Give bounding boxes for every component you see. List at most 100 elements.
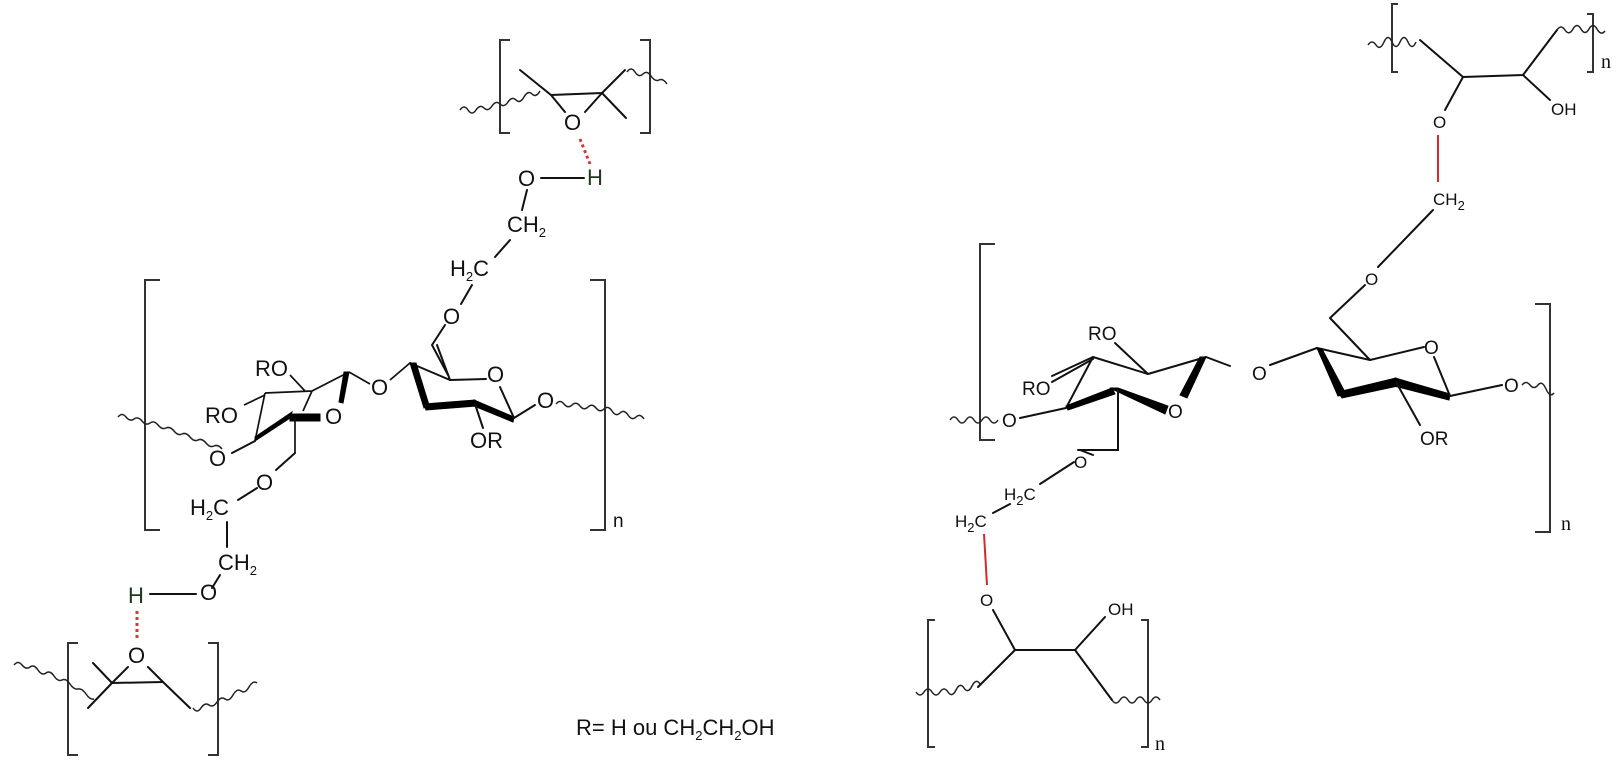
bottom-polymer-unit: O OH n <box>915 591 1165 755</box>
atom-O: O <box>209 446 226 471</box>
bond <box>92 662 164 684</box>
wavy-bond <box>1521 381 1555 396</box>
wedge-bond <box>1337 377 1399 399</box>
bond <box>499 386 515 419</box>
bond <box>1419 29 1558 78</box>
h2c-group: H2C <box>955 512 987 535</box>
bond <box>550 94 566 113</box>
wedge-bond <box>423 399 477 411</box>
atom-O: O <box>325 404 342 429</box>
repeat-n: n <box>1155 733 1165 755</box>
ro-substituent: RO <box>205 403 238 428</box>
wavy-bond <box>949 416 999 424</box>
wedge-bond <box>289 413 321 422</box>
bond <box>1051 358 1094 383</box>
atom-H: H <box>587 165 603 190</box>
atom-O: O <box>443 304 460 329</box>
bond <box>992 503 1011 514</box>
bottom-epoxy-unit: O <box>13 642 258 756</box>
wavy-bond <box>117 413 223 450</box>
top-polymer-unit: n O OH <box>1367 3 1611 132</box>
bracket-left <box>1391 3 1398 73</box>
covalent-bond-new <box>983 533 988 586</box>
bond <box>431 324 449 376</box>
bracket-left <box>979 243 995 441</box>
bracket-right <box>1141 619 1149 748</box>
bond <box>254 392 266 442</box>
atom-O: O <box>1424 338 1439 359</box>
atom-O: O <box>537 388 554 413</box>
atom-O: O <box>256 470 273 495</box>
wavy-bond <box>1367 36 1417 49</box>
left-structure: O H O CH2 H2C O n RO RO O O <box>13 39 668 756</box>
bond <box>436 344 451 381</box>
bond <box>1065 356 1094 409</box>
wavy-bond <box>626 68 668 85</box>
atom-O: O <box>518 166 535 191</box>
bond <box>1395 381 1421 426</box>
or-substituent: OR <box>470 428 503 453</box>
wavy-bond <box>192 681 258 712</box>
wavy-bond <box>915 680 981 696</box>
bracket-left <box>67 642 78 756</box>
atom-O: O <box>1504 376 1519 397</box>
bond <box>601 92 627 119</box>
bond <box>243 394 266 406</box>
atom-O: O <box>1074 453 1087 472</box>
atom-H: H <box>128 583 144 608</box>
glycosidic-O: O <box>371 375 388 400</box>
ch2-group: CH2 <box>218 550 257 578</box>
bond <box>474 403 484 429</box>
ro-substituent: RO <box>255 356 288 381</box>
atom-O: O <box>980 591 993 610</box>
atom-O: O <box>1002 411 1017 432</box>
bond <box>162 681 191 709</box>
bond <box>289 374 306 392</box>
bond <box>1329 284 1371 361</box>
ro-substituent: RO <box>1088 324 1117 345</box>
r-group-legend: R= H ou CH2CH2OH <box>576 715 774 743</box>
bond <box>1444 76 1464 111</box>
wedge-bond <box>1393 377 1451 401</box>
wedge-bond <box>1316 347 1347 397</box>
bond <box>389 362 411 381</box>
atom-O: O <box>1433 113 1446 132</box>
bond <box>1316 346 1425 361</box>
bracket-right <box>1535 303 1551 533</box>
repeat-n: n <box>613 511 624 532</box>
bond <box>992 609 1106 651</box>
ch2-group: CH2 <box>507 212 546 240</box>
bond <box>1269 347 1318 366</box>
bond <box>513 404 536 419</box>
bond <box>348 371 371 385</box>
wavy-bond <box>555 400 645 420</box>
bond <box>302 390 313 412</box>
bracket-right <box>640 39 651 134</box>
bond <box>1433 356 1503 397</box>
ch2-group: CH2 <box>1433 190 1465 213</box>
hydrogen-bond <box>578 138 592 165</box>
bracket-right <box>590 279 606 531</box>
bond <box>977 649 1016 688</box>
h2c-group: H2C <box>1004 485 1036 508</box>
h2c-group: H2C <box>450 256 489 284</box>
bond <box>1077 449 1119 456</box>
bond <box>111 666 129 684</box>
bracket-right <box>1587 13 1594 73</box>
bracket-left <box>927 619 935 748</box>
wavy-bond <box>1111 696 1161 704</box>
bond <box>275 452 296 471</box>
bond <box>1114 342 1149 375</box>
bracket-right <box>208 642 219 756</box>
wedge-bond <box>1179 356 1207 399</box>
bond <box>1074 649 1113 701</box>
bond <box>1019 407 1067 419</box>
bracket-left <box>144 279 160 531</box>
wavy-bond <box>459 90 541 114</box>
or-substituent: OR <box>1420 429 1449 450</box>
atom-O: O <box>200 580 217 605</box>
oh-group: OH <box>1551 100 1577 119</box>
repeat-n: n <box>1601 51 1611 73</box>
wedge-bond <box>338 371 350 404</box>
bond <box>1522 74 1551 101</box>
